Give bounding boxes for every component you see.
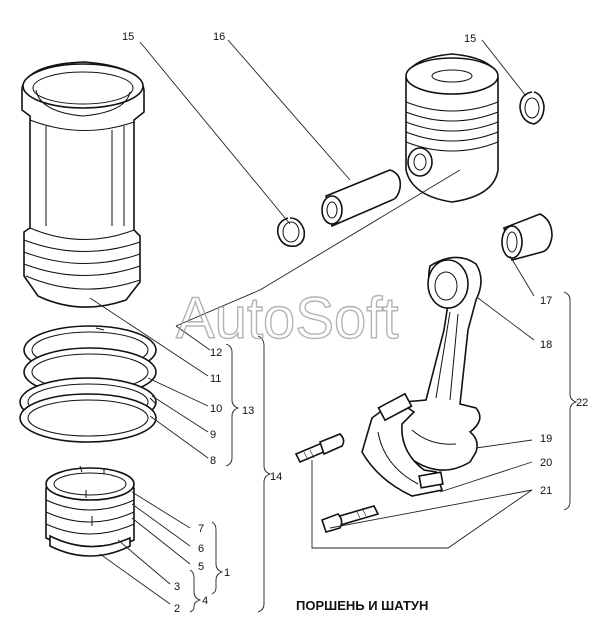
label-5: 5: [198, 561, 204, 573]
watermark-text: AutoSoft: [176, 286, 398, 351]
connecting-rod: [395, 256, 482, 471]
label-18: 18: [540, 339, 552, 351]
label-16: 16: [213, 31, 225, 43]
brackets: [189, 291, 578, 613]
circlip-right: [519, 91, 545, 125]
conrod-bolt-upper: [294, 433, 345, 464]
conrod-bolt-lower: [320, 505, 380, 533]
cylinder-liner: [21, 61, 145, 308]
piston-ring-set: [19, 325, 157, 443]
label-9: 9: [210, 429, 216, 441]
label-15-left: 15: [122, 31, 134, 43]
label-14: 14: [270, 471, 282, 483]
callout-labels: 15 16 15 17 18 22 12 11 10 9 8 13 14 19 …: [122, 31, 588, 615]
label-10: 10: [210, 403, 222, 415]
label-3: 3: [174, 581, 180, 593]
label-8: 8: [210, 455, 216, 467]
label-7: 7: [198, 523, 204, 535]
label-15-right: 15: [464, 33, 476, 45]
circlip-left: [276, 217, 306, 248]
label-6: 6: [198, 543, 204, 555]
label-4: 4: [202, 595, 208, 607]
piston: [405, 53, 499, 203]
connecting-rod-cap: [361, 392, 444, 497]
label-21: 21: [540, 485, 552, 497]
small-end-bushing: [501, 213, 553, 261]
label-20: 20: [540, 457, 552, 469]
label-17: 17: [540, 295, 552, 307]
label-1: 1: [224, 567, 230, 579]
label-12: 12: [210, 347, 222, 359]
label-22: 22: [576, 397, 588, 409]
label-19: 19: [540, 433, 552, 445]
label-13: 13: [242, 405, 254, 417]
piston-pin: [321, 169, 402, 228]
label-2: 2: [174, 603, 180, 615]
leader-lines: [89, 39, 535, 605]
label-11: 11: [210, 373, 221, 385]
oil-ring-set: [45, 465, 135, 557]
diagram-caption: ПОРШЕНЬ И ШАТУН: [296, 598, 428, 613]
